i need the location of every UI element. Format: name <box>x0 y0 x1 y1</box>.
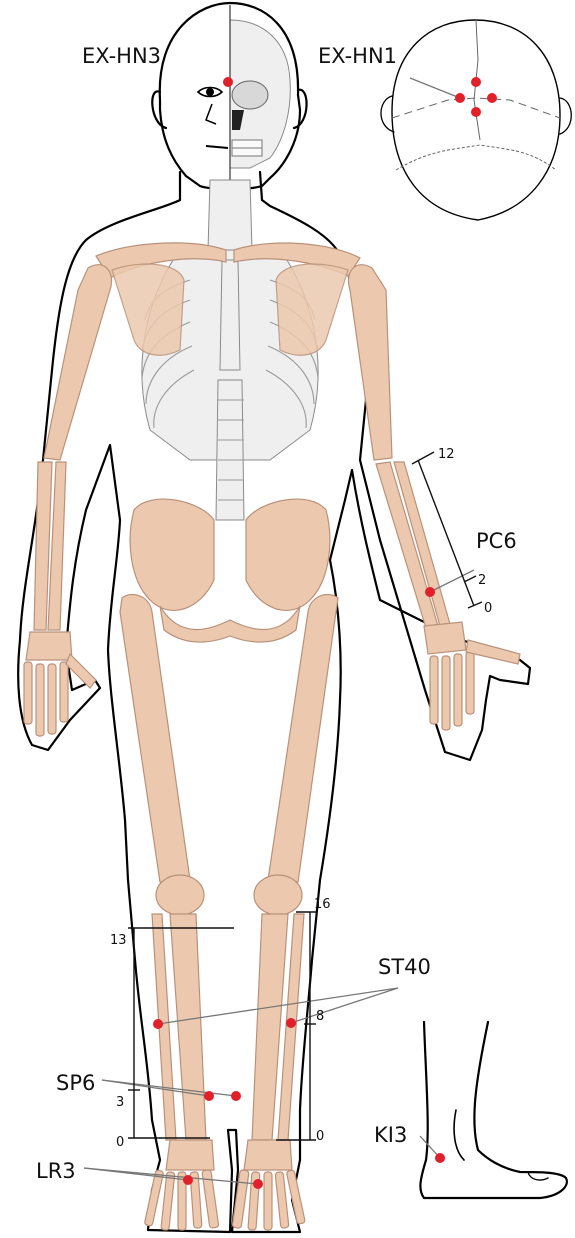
ex-hn3-point <box>223 77 233 87</box>
ki3-label: KI3 <box>374 1123 407 1147</box>
lr3-label: LR3 <box>36 1159 76 1183</box>
ex-hn1-point-bottom <box>471 107 481 117</box>
ex-hn1-label: EX-HN1 <box>318 44 397 68</box>
ex-hn3-label: EX-HN3 <box>82 44 161 68</box>
face-features <box>198 5 230 190</box>
right-leg-scale-mid: 8 <box>316 1009 324 1024</box>
right-leg-scale-bottom: 0 <box>316 1129 324 1144</box>
scalp-inset <box>381 20 571 220</box>
sp6-label: SP6 <box>56 1071 95 1095</box>
skull-half <box>230 20 290 168</box>
lr3-point-left <box>183 1175 193 1185</box>
lr3-point-right <box>253 1179 263 1189</box>
right-leg-scale-top: 16 <box>314 897 331 912</box>
ex-hn1-point-left <box>455 93 465 103</box>
st40-point-right <box>286 1018 296 1028</box>
left-leg-scale-mid: 3 <box>116 1095 124 1110</box>
sp6-point-right <box>231 1091 241 1101</box>
pc6-point <box>425 587 435 597</box>
forearm-scale-mid: 2 <box>478 573 486 588</box>
pc6-label: PC6 <box>476 529 517 553</box>
st40-point-left <box>153 1019 163 1029</box>
left-leg-scale-bottom: 0 <box>116 1135 124 1150</box>
forearm-scale-top: 12 <box>438 447 455 462</box>
ki3-point <box>435 1153 445 1163</box>
ex-hn1-point-right <box>487 93 497 103</box>
forearm-scale-bottom: 0 <box>484 601 492 616</box>
left-leg-scale-top: 13 <box>110 933 127 948</box>
st40-label: ST40 <box>378 955 431 979</box>
ex-hn1-point-top <box>471 77 481 87</box>
foot-inset <box>420 1022 566 1198</box>
sp6-point-left <box>204 1091 214 1101</box>
